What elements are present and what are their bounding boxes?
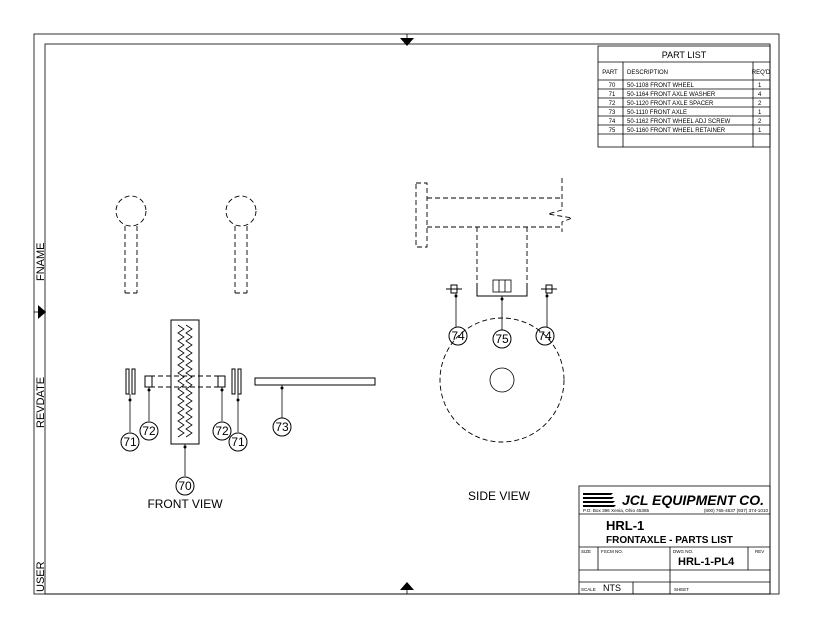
fscm-label: FSCM NO.	[601, 549, 623, 554]
company-address: P.O. Box 396 Xenia, Ohio 45385	[583, 508, 650, 513]
part-list-row-part: 71	[609, 92, 616, 98]
scale-label: SCALE	[581, 587, 596, 592]
left-center-arrow-icon	[34, 305, 46, 319]
callout-70: 70	[178, 479, 192, 493]
drawing-title: HRL-1	[606, 518, 644, 533]
front-wheel-tire	[170, 319, 200, 445]
margin-label-user: USER	[35, 561, 47, 592]
company-phone: (800) 765-4637 (937) 374-1010	[704, 508, 769, 513]
top-center-arrow-icon	[400, 34, 414, 46]
part-list-header-description: DESCRIPTION	[627, 70, 668, 76]
washer-left-inner	[131, 368, 136, 395]
wheel-retainer	[476, 283, 528, 297]
callout-74-right: 74	[538, 329, 552, 343]
part-list-header-qty: REQ'D	[752, 70, 771, 76]
front-view: 71 72 70 72 71 73 FRONT VIEW	[120, 319, 376, 511]
part-list-header-part: PART	[602, 70, 618, 76]
part-list-row-qty: 1	[758, 110, 762, 116]
part-list-row-part: 75	[609, 128, 616, 134]
sheet-label: SHEET	[674, 587, 689, 592]
callout-72-right: 72	[215, 424, 229, 438]
outer-frame	[33, 33, 780, 595]
title-block: JCL EQUIPMENT CO. P.O. Box 396 Xenia, Oh…	[578, 485, 771, 595]
part-list-table: PART LIST PART DESCRIPTION REQ'D 70 50-1…	[597, 45, 771, 148]
adj-screw-left	[446, 284, 462, 294]
dwg-no-label: DWG NO.	[673, 549, 693, 554]
part-list-row-qty: 1	[758, 83, 762, 89]
part-list-row-description: 50-1160 FRONT WHEEL RETAINER	[627, 128, 726, 134]
part-list-row-part: 70	[609, 83, 616, 89]
washer-right-inner	[231, 368, 236, 395]
side-view-label: SIDE VIEW	[468, 489, 531, 503]
adj-screw-right	[541, 284, 557, 294]
part-list-row-description: 50-1162 FRONT WHEEL ADJ SCREW	[627, 119, 731, 125]
side-wheel-hub	[489, 367, 515, 393]
part-list-row-part: 72	[609, 101, 616, 107]
hidden-axle-outline-left	[115, 195, 147, 294]
part-list-row-part: 74	[609, 119, 616, 125]
inner-frame	[44, 43, 771, 595]
washer-left-outer	[125, 368, 130, 395]
hidden-axle-outline-right	[225, 195, 257, 294]
scale-value: NTS	[603, 583, 621, 593]
company-name: JCL EQUIPMENT CO.	[622, 492, 764, 508]
part-list-row-qty: 1	[758, 128, 762, 134]
callout-74-left: 74	[451, 329, 465, 343]
callout-72-left: 72	[142, 424, 156, 438]
drawing-subtitle: FRONTAXLE - PARTS LIST	[606, 535, 733, 546]
bottom-center-arrow-icon	[400, 582, 414, 594]
part-list-row-description: 50-1110 FRONT AXLE	[627, 110, 687, 116]
callout-71-right: 71	[231, 435, 245, 449]
part-list-row-qty: 4	[758, 92, 762, 98]
part-list-row-description: 50-1164 FRONT AXLE WASHER	[627, 92, 716, 98]
spacer-right	[217, 375, 226, 388]
part-list-row-description: 50-1120 FRONT AXLE SPACER	[627, 101, 714, 107]
callout-73: 73	[275, 420, 289, 434]
margin-label-revdate: REVDATE	[35, 377, 47, 428]
spacer-left	[144, 375, 153, 388]
side-view: 74 75 74 SIDE VIEW	[415, 178, 574, 503]
washer-right-outer	[237, 368, 242, 395]
part-list-row-description: 50-1108 FRONT WHEEL	[627, 83, 694, 89]
front-axle	[254, 377, 376, 386]
part-list-row-qty: 2	[758, 101, 762, 107]
part-list-title: PART LIST	[662, 50, 707, 60]
size-label: SIZE	[581, 549, 591, 554]
rev-label: REV	[755, 549, 764, 554]
part-list-row-qty: 2	[758, 119, 762, 125]
margin-label-fname: FNAME	[35, 243, 47, 282]
front-view-label: FRONT VIEW	[147, 497, 223, 511]
callout-71-left: 71	[123, 435, 137, 449]
company-logo-icon	[583, 493, 616, 507]
callout-75: 75	[495, 332, 509, 346]
drawing-number: HRL-1-PL4	[678, 556, 735, 568]
part-list-row-part: 73	[609, 110, 616, 116]
